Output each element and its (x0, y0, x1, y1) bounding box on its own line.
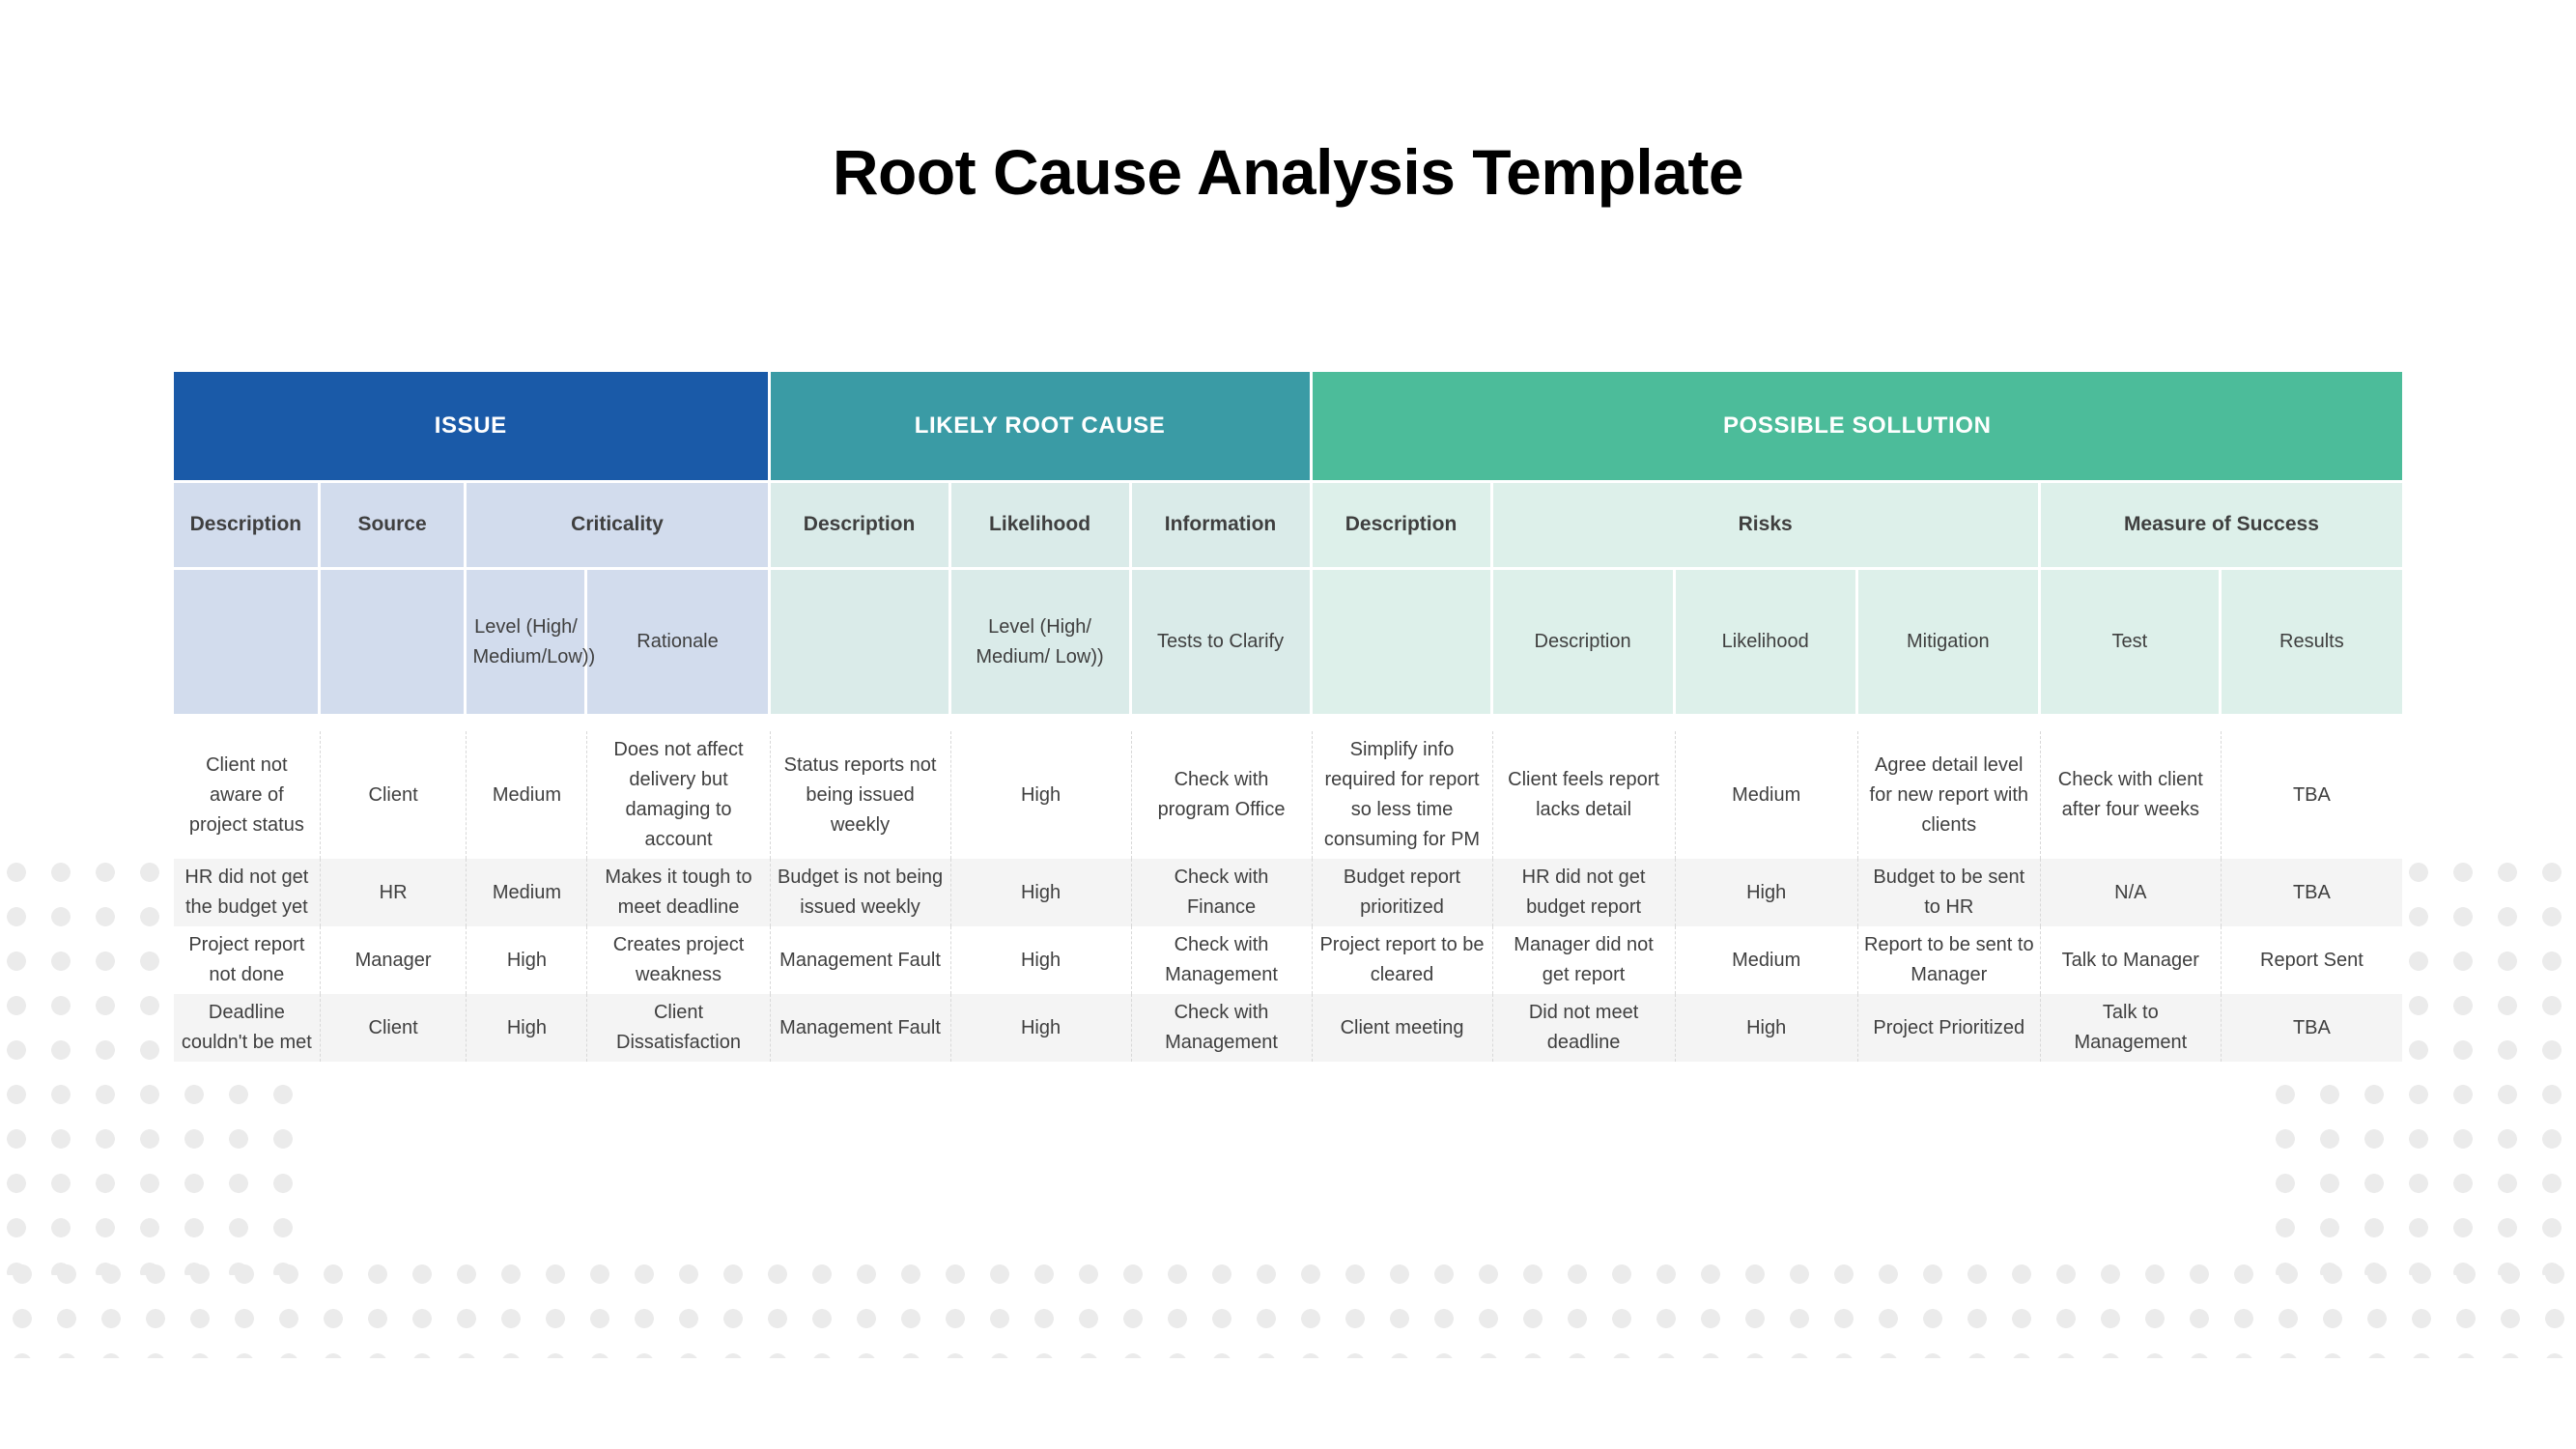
cell-measure-results: Report Sent (2221, 926, 2402, 994)
subheader-likelihood-level: Level (High/ Medium/ Low)) (950, 567, 1132, 714)
cell-solution-description: Simplify info required for report so les… (1312, 731, 1493, 859)
cell-risk-mitigation: Budget to be sent to HR (1857, 859, 2041, 926)
band-issue: ISSUE (174, 372, 771, 480)
cell-risk-likelihood: Medium (1675, 731, 1858, 859)
cell-measure-test: Check with client after four weeks (2040, 731, 2222, 859)
cell-risk-likelihood: Medium (1675, 926, 1858, 994)
subheader-risk-likelihood: Likelihood (1675, 567, 1858, 714)
cell-issue-source: Client (320, 994, 467, 1062)
subheader-blank-3 (770, 567, 951, 714)
cell-issue-description: Deadline couldn't be met (174, 994, 321, 1062)
cell-measure-results: TBA (2221, 994, 2402, 1062)
subheader-blank-4 (1312, 567, 1493, 714)
cell-cause-information: Check with Finance (1131, 859, 1313, 926)
cell-cause-likelihood: High (950, 731, 1132, 859)
cell-risk-likelihood: High (1675, 994, 1858, 1062)
cell-cause-information: Check with program Office (1131, 731, 1313, 859)
cell-cause-description: Management Fault (770, 926, 951, 994)
cell-issue-source: Client (320, 731, 467, 859)
cell-measure-results: TBA (2221, 731, 2402, 859)
table-row: Client not aware of project status Clien… (174, 731, 2402, 859)
header-solution-description: Description (1312, 480, 1493, 567)
header-cause-information: Information (1131, 480, 1313, 567)
cell-cause-description: Status reports not being issued weekly (770, 731, 951, 859)
band-header-row: ISSUE LIKELY ROOT CAUSE POSSIBLE SOLLUTI… (174, 372, 2402, 480)
cell-cause-description: Management Fault (770, 994, 951, 1062)
table-row: HR did not get the budget yet HR Medium … (174, 859, 2402, 926)
header-row-3: Level (High/ Medium/Low)) Rationale Leve… (174, 567, 2402, 714)
cell-criticality-level: High (467, 926, 588, 994)
cell-risk-mitigation: Project Prioritized (1857, 994, 2041, 1062)
header-cause-likelihood: Likelihood (950, 480, 1132, 567)
header-measure-of-success: Measure of Success (2040, 480, 2402, 567)
cell-measure-test: N/A (2040, 859, 2222, 926)
cell-issue-description: Project report not done (174, 926, 321, 994)
cell-risk-description: Did not meet deadline (1492, 994, 1676, 1062)
cell-measure-test: Talk to Manager (2040, 926, 2222, 994)
page-title: Root Cause Analysis Template (832, 136, 1744, 208)
cell-criticality-level: Medium (467, 731, 588, 859)
cell-cause-likelihood: High (950, 926, 1132, 994)
subheader-rationale: Rationale (587, 567, 771, 714)
cell-cause-likelihood: High (950, 994, 1132, 1062)
cell-cause-information: Check with Management (1131, 994, 1313, 1062)
table-spacer-row (174, 714, 2402, 731)
cell-cause-description: Budget is not being issued weekly (770, 859, 951, 926)
band-possible-solution: POSSIBLE SOLLUTION (1312, 372, 2402, 480)
table-spacer-cell (174, 714, 2402, 731)
header-issue-criticality: Criticality (467, 480, 771, 567)
cell-rationale: Does not affect delivery but damaging to… (587, 731, 771, 859)
subheader-blank-2 (320, 567, 467, 714)
header-issue-source: Source (320, 480, 467, 567)
band-likely-root-cause: LIKELY ROOT CAUSE (770, 372, 1313, 480)
header-solution-risks: Risks (1492, 480, 2041, 567)
subheader-blank-1 (174, 567, 321, 714)
cell-risk-mitigation: Report to be sent to Manager (1857, 926, 2041, 994)
subheader-measure-results: Results (2221, 567, 2402, 714)
cell-issue-source: Manager (320, 926, 467, 994)
cell-solution-description: Client meeting (1312, 994, 1493, 1062)
cell-rationale: Creates project weakness (587, 926, 771, 994)
cell-solution-description: Project report to be cleared (1312, 926, 1493, 994)
cell-issue-description: HR did not get the budget yet (174, 859, 321, 926)
cell-risk-description: HR did not get budget report (1492, 859, 1676, 926)
subheader-criticality-level: Level (High/ Medium/Low)) (467, 567, 595, 714)
cell-measure-results: TBA (2221, 859, 2402, 926)
cell-rationale: Client Dissatisfaction (587, 994, 771, 1062)
header-issue-description: Description (174, 480, 321, 567)
decorative-dot-pattern-bottom (0, 1252, 2576, 1358)
header-row-2: Description Source Criticality Descripti… (174, 480, 2402, 567)
cell-risk-description: Manager did not get report (1492, 926, 1676, 994)
cell-measure-test: Talk to Management (2040, 994, 2222, 1062)
cell-cause-likelihood: High (950, 859, 1132, 926)
cell-solution-description: Budget report prioritized (1312, 859, 1493, 926)
cell-rationale: Makes it tough to meet deadline (587, 859, 771, 926)
subheader-measure-test: Test (2040, 567, 2222, 714)
header-cause-description: Description (770, 480, 951, 567)
cell-risk-mitigation: Agree detail level for new report with c… (1857, 731, 2041, 859)
cell-cause-information: Check with Management (1131, 926, 1313, 994)
table-row: Deadline couldn't be met Client High Cli… (174, 994, 2402, 1062)
cell-criticality-level: Medium (467, 859, 588, 926)
cell-issue-description: Client not aware of project status (174, 731, 321, 859)
subheader-tests-to-clarify: Tests to Clarify (1131, 567, 1313, 714)
cell-risk-description: Client feels report lacks detail (1492, 731, 1676, 859)
cell-issue-source: HR (320, 859, 467, 926)
cell-risk-likelihood: High (1675, 859, 1858, 926)
subheader-risk-mitigation: Mitigation (1857, 567, 2041, 714)
subheader-risk-description: Description (1492, 567, 1676, 714)
root-cause-analysis-table: ISSUE LIKELY ROOT CAUSE POSSIBLE SOLLUTI… (174, 372, 2402, 1062)
cell-criticality-level: High (467, 994, 588, 1062)
table-row: Project report not done Manager High Cre… (174, 926, 2402, 994)
